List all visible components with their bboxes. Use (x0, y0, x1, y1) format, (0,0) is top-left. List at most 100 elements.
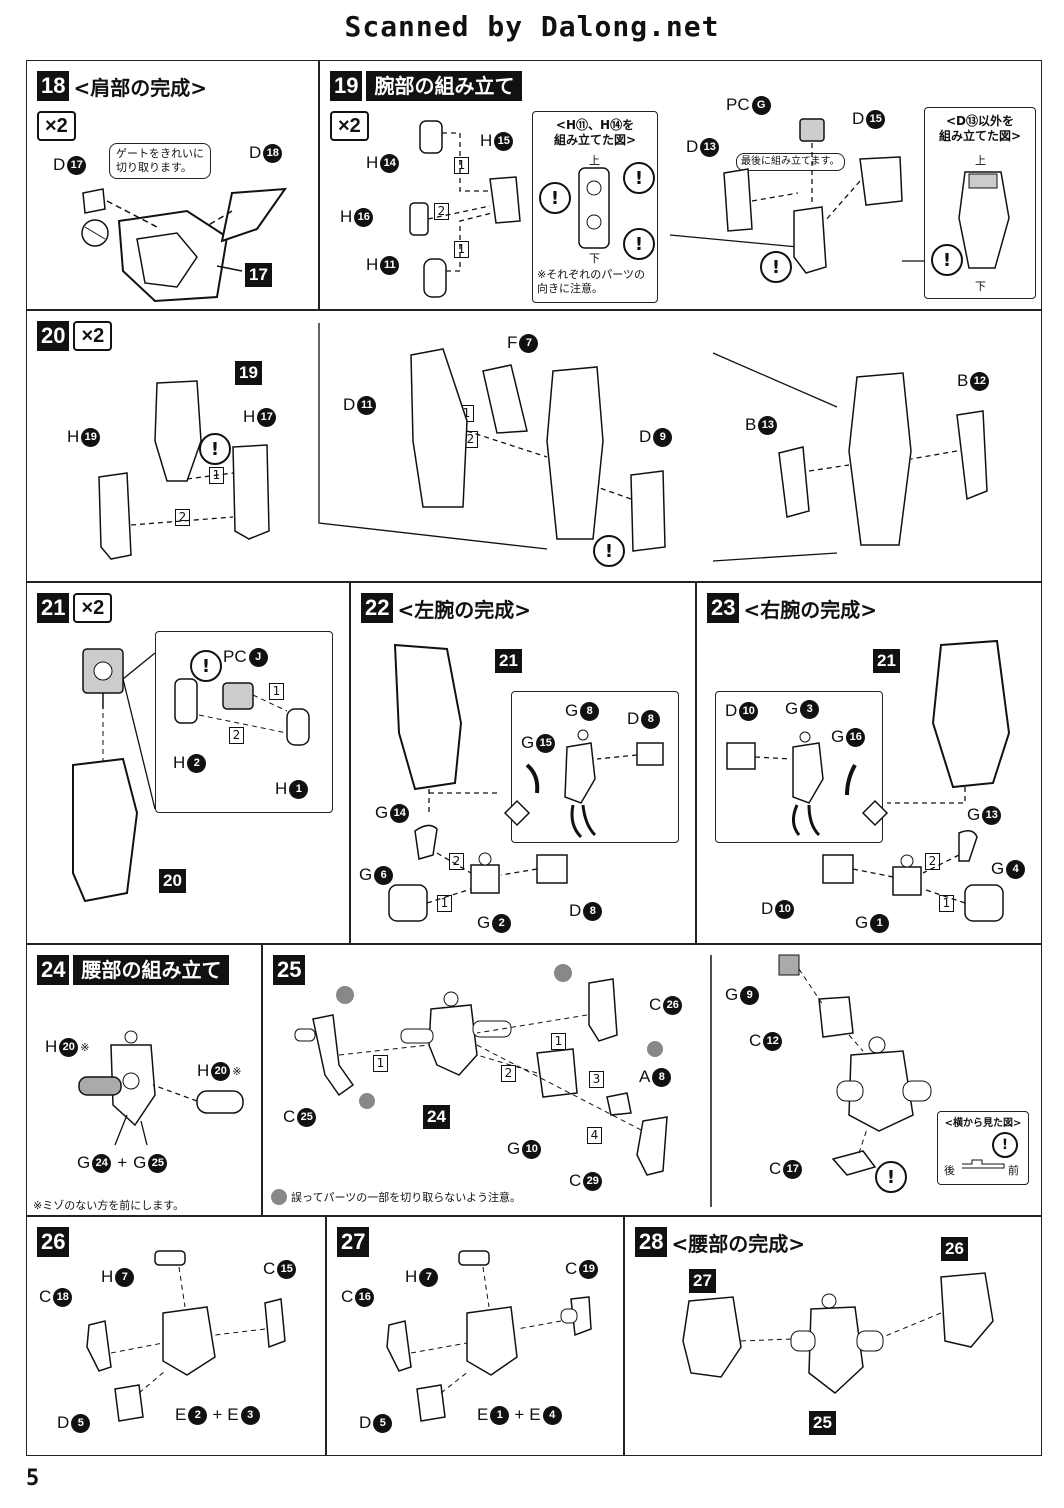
caution-icon: ! (190, 650, 222, 682)
shoulder-assembly-drawing (81, 187, 288, 303)
order-1: 1 (939, 895, 954, 912)
orientation-note: ※それぞれのパーツの 向きに注意。 (537, 268, 645, 295)
ref-step-25: 25 (809, 1411, 836, 1435)
left-arm-drawing (388, 643, 664, 922)
waist-assembly-drawing (294, 954, 932, 1207)
inset-without-d13: <D⑬以外を 組み立てた図> 上 下 ! (924, 107, 1036, 299)
caution-icon: ! (623, 162, 655, 194)
page-number: 5 (26, 1466, 40, 1491)
order-2: 2 (434, 203, 449, 220)
order-1: 1 (269, 683, 284, 700)
multiplier-badge: ×2 (37, 111, 76, 141)
step-title: 腰部の組み立て (73, 955, 230, 985)
caution-icon: ! (760, 251, 792, 283)
multiplier-badge: ×2 (73, 593, 113, 623)
caution-icon: ! (623, 228, 655, 260)
order-1: 1 (437, 895, 452, 912)
down-label: 下 (589, 252, 600, 265)
result-number: 17 (245, 263, 272, 287)
step-20: 20 ×2 19 H19 H17 D11 F7 D9 B12 B13 ! ! 1… (26, 310, 1042, 582)
ref-step-24: 24 (423, 1105, 450, 1129)
step-number: 28 (635, 1227, 668, 1257)
waist-complete-drawing (682, 1272, 994, 1394)
ref-step-26: 26 (941, 1237, 968, 1261)
caution-icon: ! (539, 182, 571, 214)
order-2: 2 (449, 853, 464, 870)
inset-title: <横から見た図> (944, 1118, 1022, 1129)
cut-caution-note: 誤ってパーツの一部を切り取らないよう注意。 (271, 1189, 521, 1205)
step-number: 25 (273, 955, 306, 985)
nipper-icon (271, 1189, 287, 1205)
right-waist-block-drawing (386, 1250, 592, 1422)
right-arm-drawing (726, 639, 1011, 922)
step-number: 21 (37, 593, 70, 623)
step-title: <右腕の完成> (743, 597, 877, 622)
forearm-assembly-drawing (98, 323, 988, 562)
order-3: 3 (589, 1071, 604, 1088)
down-label: 下 (975, 280, 986, 293)
arm-assembly-drawing (409, 118, 924, 298)
multiplier-badge: ×2 (330, 111, 369, 141)
caution-icon: ! (992, 1132, 1018, 1158)
step-title: <左腕の完成> (397, 597, 531, 622)
ref-step-21: 21 (495, 649, 522, 673)
caution-icon: ! (593, 535, 625, 567)
order-1: 1 (454, 241, 469, 258)
up-label: 上 (975, 154, 986, 167)
step-number: 23 (707, 593, 740, 623)
assemble-last-note: 最後に組み立てます。 (736, 153, 845, 171)
ref-step-27: 27 (689, 1269, 716, 1293)
back-label: 後 (944, 1164, 955, 1177)
order-4: 4 (587, 1127, 602, 1144)
ref-step-19: 19 (235, 361, 262, 385)
inset-title: <H⑪、H⑭を 組み立てた図> (553, 118, 637, 147)
step-number: 22 (361, 593, 394, 623)
inset-h11-h14: <H⑪、H⑭を 組み立てた図> 上 下 ※それぞれのパーツの 向きに注意。 ! … (532, 111, 658, 303)
